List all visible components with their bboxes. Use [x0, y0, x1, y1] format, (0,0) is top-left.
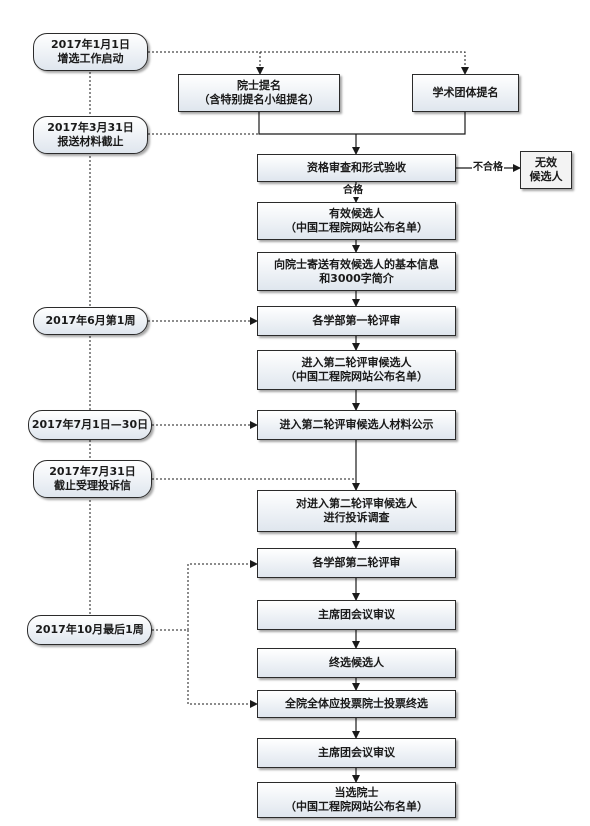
date-box-2017-06-week1: 2017年6月第1周 — [33, 307, 148, 335]
first-round-review-box: 各学部第一轮评审 — [257, 306, 456, 336]
second-round-candidates-box: 进入第二轮评审候选人 （中国工程院网站公布名单） — [257, 350, 456, 390]
fail-label: 不合格 — [472, 162, 504, 174]
presidium-review-box-1: 主席团会议审议 — [257, 600, 456, 630]
date-box-2017-07-01-30: 2017年7月1日—30日 — [28, 410, 152, 440]
second-round-review-box: 各学部第二轮评审 — [257, 548, 456, 578]
valid-candidates-box: 有效候选人 （中国工程院网站公布名单） — [257, 202, 456, 240]
final-vote-box: 全院全体应投票院士投票终选 — [257, 690, 456, 718]
final-candidates-box: 终选候选人 — [257, 648, 456, 678]
date-box-2017-01-01: 2017年1月1日 增选工作启动 — [33, 33, 148, 71]
qualification-review-box: 资格审查和形式验收 — [257, 154, 456, 182]
pass-label: 合格 — [342, 185, 364, 197]
complaint-investigation-box: 对进入第二轮评审候选人 进行投诉调查 — [257, 490, 456, 532]
date-connectors — [148, 51, 469, 708]
materials-publicity-box: 进入第二轮评审候选人材料公示 — [257, 410, 456, 440]
date-box-2017-07-31: 2017年7月31日 截止受理投诉信 — [33, 460, 152, 498]
elected-academicians-box: 当选院士 （中国工程院网站公布名单） — [257, 782, 456, 818]
academician-nomination-box: 院士提名 （含特别提名小组提名） — [178, 74, 340, 112]
date-box-2017-03-31: 2017年3月31日 报送材料截止 — [33, 116, 148, 154]
academic-society-nomination-box: 学术团体提名 — [412, 74, 519, 112]
presidium-review-box-2: 主席团会议审议 — [257, 738, 456, 768]
process-connectors — [258, 112, 521, 783]
invalid-candidate-box: 无效 候选人 — [520, 151, 572, 189]
date-box-2017-10-last-week: 2017年10月最后1周 — [27, 615, 152, 645]
send-info-box: 向院士寄送有效候选人的基本信息 和3000字简介 — [257, 252, 456, 291]
